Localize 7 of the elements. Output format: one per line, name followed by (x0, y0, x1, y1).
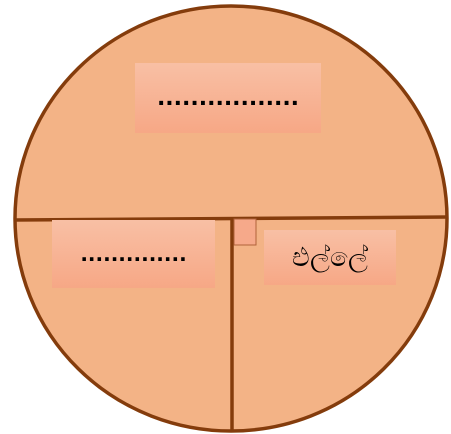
box-text: එල්ලේ (292, 242, 368, 272)
label-box (52, 220, 215, 288)
circle-diagram (13, 4, 449, 433)
box-text: ................. (156, 86, 300, 110)
label-box (135, 63, 321, 133)
label-box (264, 230, 396, 285)
box-text: .............. (80, 242, 187, 266)
